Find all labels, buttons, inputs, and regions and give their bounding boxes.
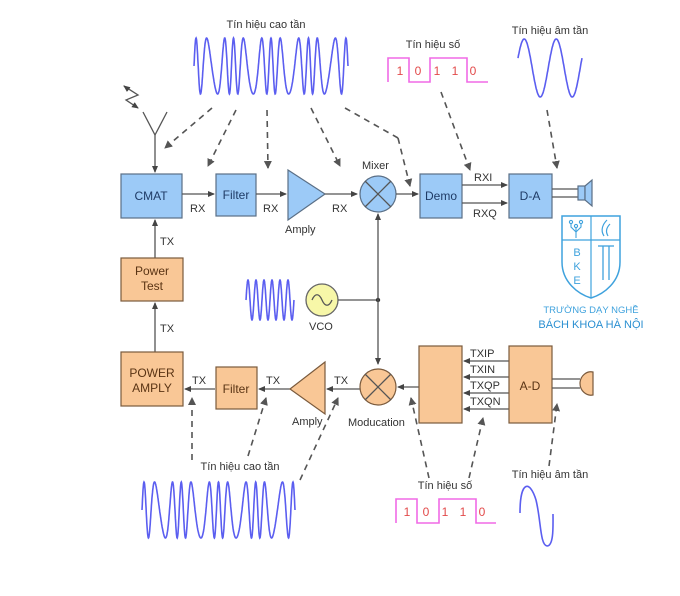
logo-line-2: BÁCH KHOA HÀ NỘI (538, 318, 643, 331)
logo-letter: K (573, 261, 581, 273)
rf-signal-label-bottom: Tín hiệu cao tần (201, 461, 280, 473)
bit: 1 (404, 505, 411, 519)
flame-icon (601, 219, 611, 237)
bit: 0 (423, 505, 430, 519)
logo-letter: E (573, 275, 580, 287)
demo-block (419, 173, 463, 219)
bit: 1 (434, 64, 441, 78)
pillar-icon (598, 245, 614, 280)
bit: 1 (397, 64, 404, 78)
mixer-icon (359, 175, 397, 213)
filter-tx-block (215, 366, 258, 410)
vco-label: VCO (309, 321, 333, 333)
vco-icon (305, 283, 339, 317)
amply-rx-label: Amply (285, 224, 316, 236)
digital-waveform-bottom (395, 498, 496, 524)
bit: 1 (452, 64, 459, 78)
wire-label-tx: TX (160, 323, 175, 335)
amply-tx-label: Amply (292, 416, 323, 428)
bit: 0 (470, 64, 477, 78)
mixer-label: Mixer (362, 160, 389, 172)
bits-top: 1 0 1 1 0 (397, 64, 477, 78)
bit: 0 (479, 505, 486, 519)
audio-signal-label-top: Tín hiệu âm tần (512, 25, 588, 37)
demo-label: Demo (425, 189, 457, 203)
ad-block (508, 345, 553, 424)
power-amply-block (120, 351, 184, 407)
wire-label-rxi: RXI (474, 172, 492, 184)
wire-label-rx: RX (263, 203, 279, 215)
rf-waveform-bottom (141, 480, 296, 540)
speaker-icon (577, 178, 593, 208)
filter-rx-block (215, 173, 257, 217)
wire-label-rxq: RXQ (473, 208, 497, 220)
power-test-block (120, 257, 184, 302)
digital-waveform-top (387, 57, 488, 83)
circuit-tree-icon (568, 219, 584, 238)
microphone-icon (579, 371, 594, 396)
bit: 0 (415, 64, 422, 78)
wire-label-txqp: TXQP (470, 380, 500, 392)
vco-waveform (245, 279, 295, 321)
wire-label-tx: TX (334, 375, 349, 387)
amply-rx-triangle (287, 168, 327, 222)
da-label: D-A (520, 189, 541, 203)
audio-waveform-bottom (519, 485, 554, 547)
bit: 1 (460, 505, 467, 519)
power-test-label-1: Power (135, 264, 169, 278)
filter-rx-label: Filter (223, 188, 250, 202)
wire-label-rx: RX (190, 203, 206, 215)
wire-label-txip: TXIP (470, 348, 494, 360)
wire-label-tx: TX (160, 236, 175, 248)
logo-line-1: TRƯỜNG DẠY NGHỀ (543, 305, 638, 316)
wire-label-tx: TX (266, 375, 281, 387)
rf-signal-label-top: Tín hiệu cao tần (227, 19, 306, 31)
power-amply-label-1: POWER (129, 366, 175, 380)
bit: 1 (442, 505, 449, 519)
amply-tx-triangle (288, 360, 326, 416)
cmat-label: CMAT (134, 189, 168, 203)
da-block (508, 173, 553, 219)
rf-waveform-top (193, 36, 349, 96)
cmat-block (120, 173, 183, 219)
digital-signal-label-top: Tín hiệu số (406, 39, 460, 51)
filter-tx-label: Filter (223, 382, 250, 396)
wire-label-txqn: TXQN (470, 396, 501, 408)
antenna-icon (123, 85, 168, 173)
wire-label-rx: RX (332, 203, 348, 215)
power-test-label-2: Test (141, 279, 164, 293)
power-amply-label-2: AMPLY (132, 381, 172, 395)
iq-combiner-block (418, 345, 463, 424)
modulation-mixer-icon (359, 368, 397, 406)
ad-label: A-D (520, 379, 541, 393)
modulation-label: Moducation (348, 417, 405, 429)
school-logo: B K E TRƯỜNG DẠY NGHỀ BÁCH KHOA HÀ NỘI (538, 215, 644, 331)
wire-label-tx: TX (192, 375, 207, 387)
audio-signal-label-bottom: Tín hiệu âm tần (512, 469, 588, 481)
signal-pointer-arrows (164, 91, 561, 481)
logo-letter: B (573, 247, 580, 259)
digital-signal-label-bottom: Tín hiệu số (418, 480, 472, 492)
audio-waveform-top (517, 38, 583, 98)
bits-bottom: 1 0 1 1 0 (404, 505, 486, 519)
wire-label-txin: TXIN (470, 364, 495, 376)
